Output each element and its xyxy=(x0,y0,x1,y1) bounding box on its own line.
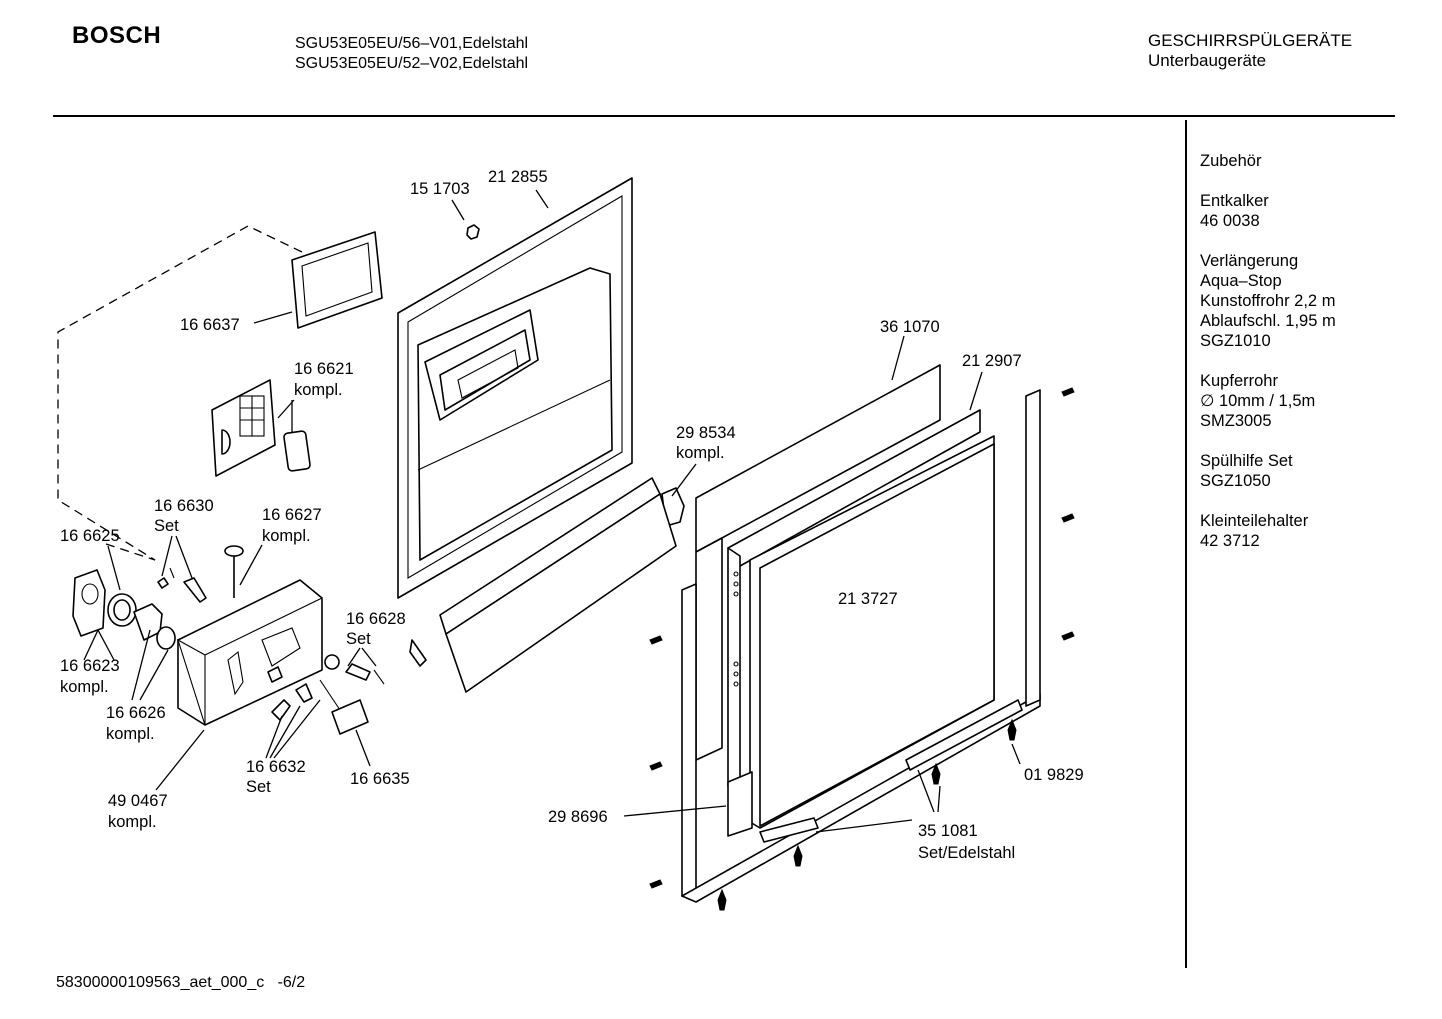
accessory-line: Spülhilfe Set xyxy=(1200,452,1293,470)
accessory-group-descaler: Entkalker 46 0038 xyxy=(1200,191,1336,231)
spring-set xyxy=(271,679,341,721)
spring-clip xyxy=(157,567,175,589)
header-divider xyxy=(53,115,1395,117)
label-361070: 36 1070 xyxy=(880,318,940,336)
accessory-line: ∅ 10mm / 1,5m xyxy=(1200,392,1316,410)
category-block: GESCHIRRSPÜLGERÄTE Unterbaugeräte xyxy=(1148,31,1352,71)
label-166626-sub: kompl. xyxy=(106,725,155,743)
label-166623: 16 6623 xyxy=(60,657,120,675)
label-166628-sub: Set xyxy=(346,630,371,648)
leader-lines xyxy=(83,189,1021,833)
detergent-dispenser xyxy=(177,579,340,726)
label-166623-sub: kompl. xyxy=(60,678,109,696)
model-lines: SGU53E05EU/56–V01,Edelstahl SGU53E05EU/5… xyxy=(295,34,528,74)
accessory-line: SGZ1050 xyxy=(1200,472,1271,490)
label-166630-sub: Set xyxy=(154,517,179,535)
catch-parts xyxy=(345,639,427,685)
category-subtitle: Unterbaugeräte xyxy=(1148,51,1267,70)
label-166626: 16 6626 xyxy=(106,704,166,722)
label-166628: 16 6628 xyxy=(346,610,406,628)
door-support-frame xyxy=(727,409,981,787)
model-line-1: SGU53E05EU/56–V01,Edelstahl xyxy=(295,35,529,52)
label-166630: 16 6630 xyxy=(154,497,214,515)
label-019829: 01 9829 xyxy=(1024,766,1084,784)
page-ref: -6/2 xyxy=(277,974,306,991)
label-166621-sub: kompl. xyxy=(294,381,343,399)
category-title: GESCHIRRSPÜLGERÄTE xyxy=(1148,31,1353,50)
label-298696: 29 8696 xyxy=(548,808,608,826)
accessory-line: 46 0038 xyxy=(1200,212,1260,230)
label-212907: 21 2907 xyxy=(962,352,1022,370)
doc-id: 58300000109563_aet_000_c xyxy=(56,974,265,991)
accessories-sidebar: Zubehör Entkalker 46 0038 Verlängerung A… xyxy=(1200,151,1336,571)
footer-doc-id: 58300000109563_aet_000_c -6/2 xyxy=(56,974,305,992)
exploded-parts-drawing: 15 1703 21 2855 16 6637 16 6621 kompl. 3… xyxy=(57,168,1084,911)
label-151703: 15 1703 xyxy=(410,180,470,198)
label-490467: 49 0467 xyxy=(108,792,168,810)
inner-door-panel xyxy=(397,177,633,599)
lever xyxy=(183,577,207,603)
label-490467-sub: kompl. xyxy=(108,813,157,831)
base-trim xyxy=(759,699,1023,843)
screw-set xyxy=(649,387,1075,911)
label-166627: 16 6627 xyxy=(262,506,322,524)
assembly-dashed-line xyxy=(57,225,303,561)
label-166635: 16 6635 xyxy=(350,770,410,788)
label-351081-sub: Set/Edelstahl xyxy=(918,844,1015,862)
accessory-line: 42 3712 xyxy=(1200,532,1260,550)
accessory-group-copper-pipe: Kupferrohr ∅ 10mm / 1,5m SMZ3005 xyxy=(1200,371,1336,431)
accessory-group-rinse-aid: Spülhilfe Set SGZ1050 xyxy=(1200,451,1336,491)
accessory-line: Aqua–Stop xyxy=(1200,272,1282,290)
screw-151703 xyxy=(466,224,480,240)
accessories-title: Zubehör xyxy=(1200,152,1262,170)
accessory-line: Verlängerung xyxy=(1200,252,1299,270)
seal-ring xyxy=(107,593,137,627)
label-166632: 16 6632 xyxy=(246,758,306,776)
label-351081: 35 1081 xyxy=(918,822,978,840)
label-166632-sub: Set xyxy=(246,778,271,796)
dispenser-lid-nozzle xyxy=(133,603,176,650)
sidebar-divider xyxy=(1185,120,1187,968)
accessory-line: Ablaufschl. 1,95 m xyxy=(1200,312,1336,330)
accessory-line: Kleinteilehalter xyxy=(1200,512,1309,530)
accessory-line: SMZ3005 xyxy=(1200,412,1272,430)
outer-door-frame xyxy=(695,364,941,761)
label-212855: 21 2855 xyxy=(488,168,548,186)
door-bottom-trim xyxy=(439,477,677,693)
decor-panel xyxy=(749,435,995,829)
accessory-line: Kupferrohr xyxy=(1200,372,1278,390)
accessory-group-extension: Verlängerung Aqua–Stop Kunstoffrohr 2,2 … xyxy=(1200,251,1336,351)
dispenser-cover xyxy=(72,569,106,637)
brand-logo: BOSCH xyxy=(72,22,162,49)
model-line-2: SGU53E05EU/52–V02,Edelstahl xyxy=(295,55,529,72)
door-switch xyxy=(331,699,369,735)
label-166627-sub: kompl. xyxy=(262,527,311,545)
label-298534: 29 8534 xyxy=(676,424,736,442)
label-298534-sub: kompl. xyxy=(676,444,725,462)
float-pin xyxy=(224,545,244,598)
accessory-line: Kunstoffrohr 2,2 m xyxy=(1200,292,1336,310)
label-213727: 21 3727 xyxy=(838,590,898,608)
gasket-frame xyxy=(291,231,383,329)
label-166637: 16 6637 xyxy=(180,316,240,334)
filter-insert xyxy=(211,379,311,477)
accessory-group-small-parts-holder: Kleinteilehalter 42 3712 xyxy=(1200,511,1336,551)
accessory-line: Entkalker xyxy=(1200,192,1269,210)
label-166621: 16 6621 xyxy=(294,360,354,378)
accessory-line: SGZ1010 xyxy=(1200,332,1271,350)
label-166625: 16 6625 xyxy=(60,527,120,545)
